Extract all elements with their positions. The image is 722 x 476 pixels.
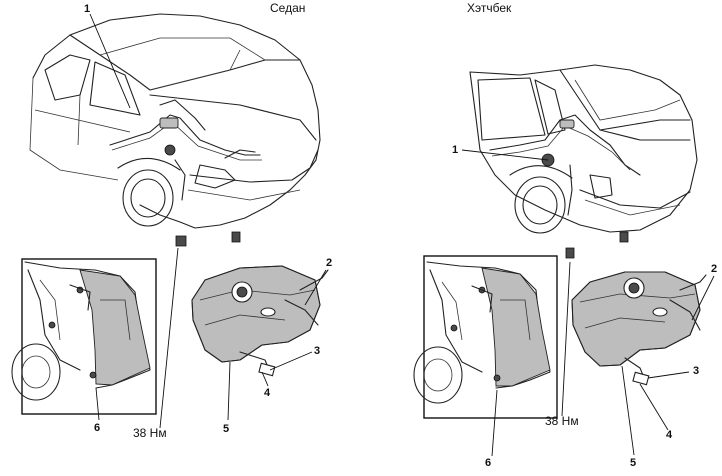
hatchback-callout-1: 1 <box>452 144 459 156</box>
hatchback-leader-lines <box>461 149 715 457</box>
hatchback-callout-6: 6 <box>485 457 492 469</box>
sedan-torque-label: 38 Нм <box>133 426 167 440</box>
hatchback-callout-3: 3 <box>693 365 700 377</box>
sedan-callout-6: 6 <box>94 422 101 434</box>
hatchback-callout-5: 5 <box>630 457 637 469</box>
sedan-inset-drawing <box>11 258 157 415</box>
sedan-callout-1: 1 <box>84 3 91 15</box>
hatchback-inset-drawing <box>413 255 558 419</box>
sedan-callout-5: 5 <box>223 423 230 435</box>
sedan-callout-3: 3 <box>314 345 321 357</box>
hatchback-car-drawing <box>469 64 698 259</box>
sedan-leader-lines <box>89 13 327 429</box>
sedan-title: Седан <box>270 1 306 15</box>
hatchback-callout-4: 4 <box>666 429 673 441</box>
sedan-callout-2: 2 <box>326 257 333 269</box>
hatchback-callout-2: 2 <box>711 263 718 275</box>
hatchback-fuel-tank-drawing <box>571 271 707 386</box>
sedan-fuel-tank-drawing <box>191 265 329 377</box>
hatchback-torque-label: 38 Нм <box>545 414 579 428</box>
sedan-car-drawing <box>29 13 321 247</box>
hatchback-title: Хэтчбек <box>467 1 512 15</box>
sedan-callout-4: 4 <box>264 387 271 399</box>
